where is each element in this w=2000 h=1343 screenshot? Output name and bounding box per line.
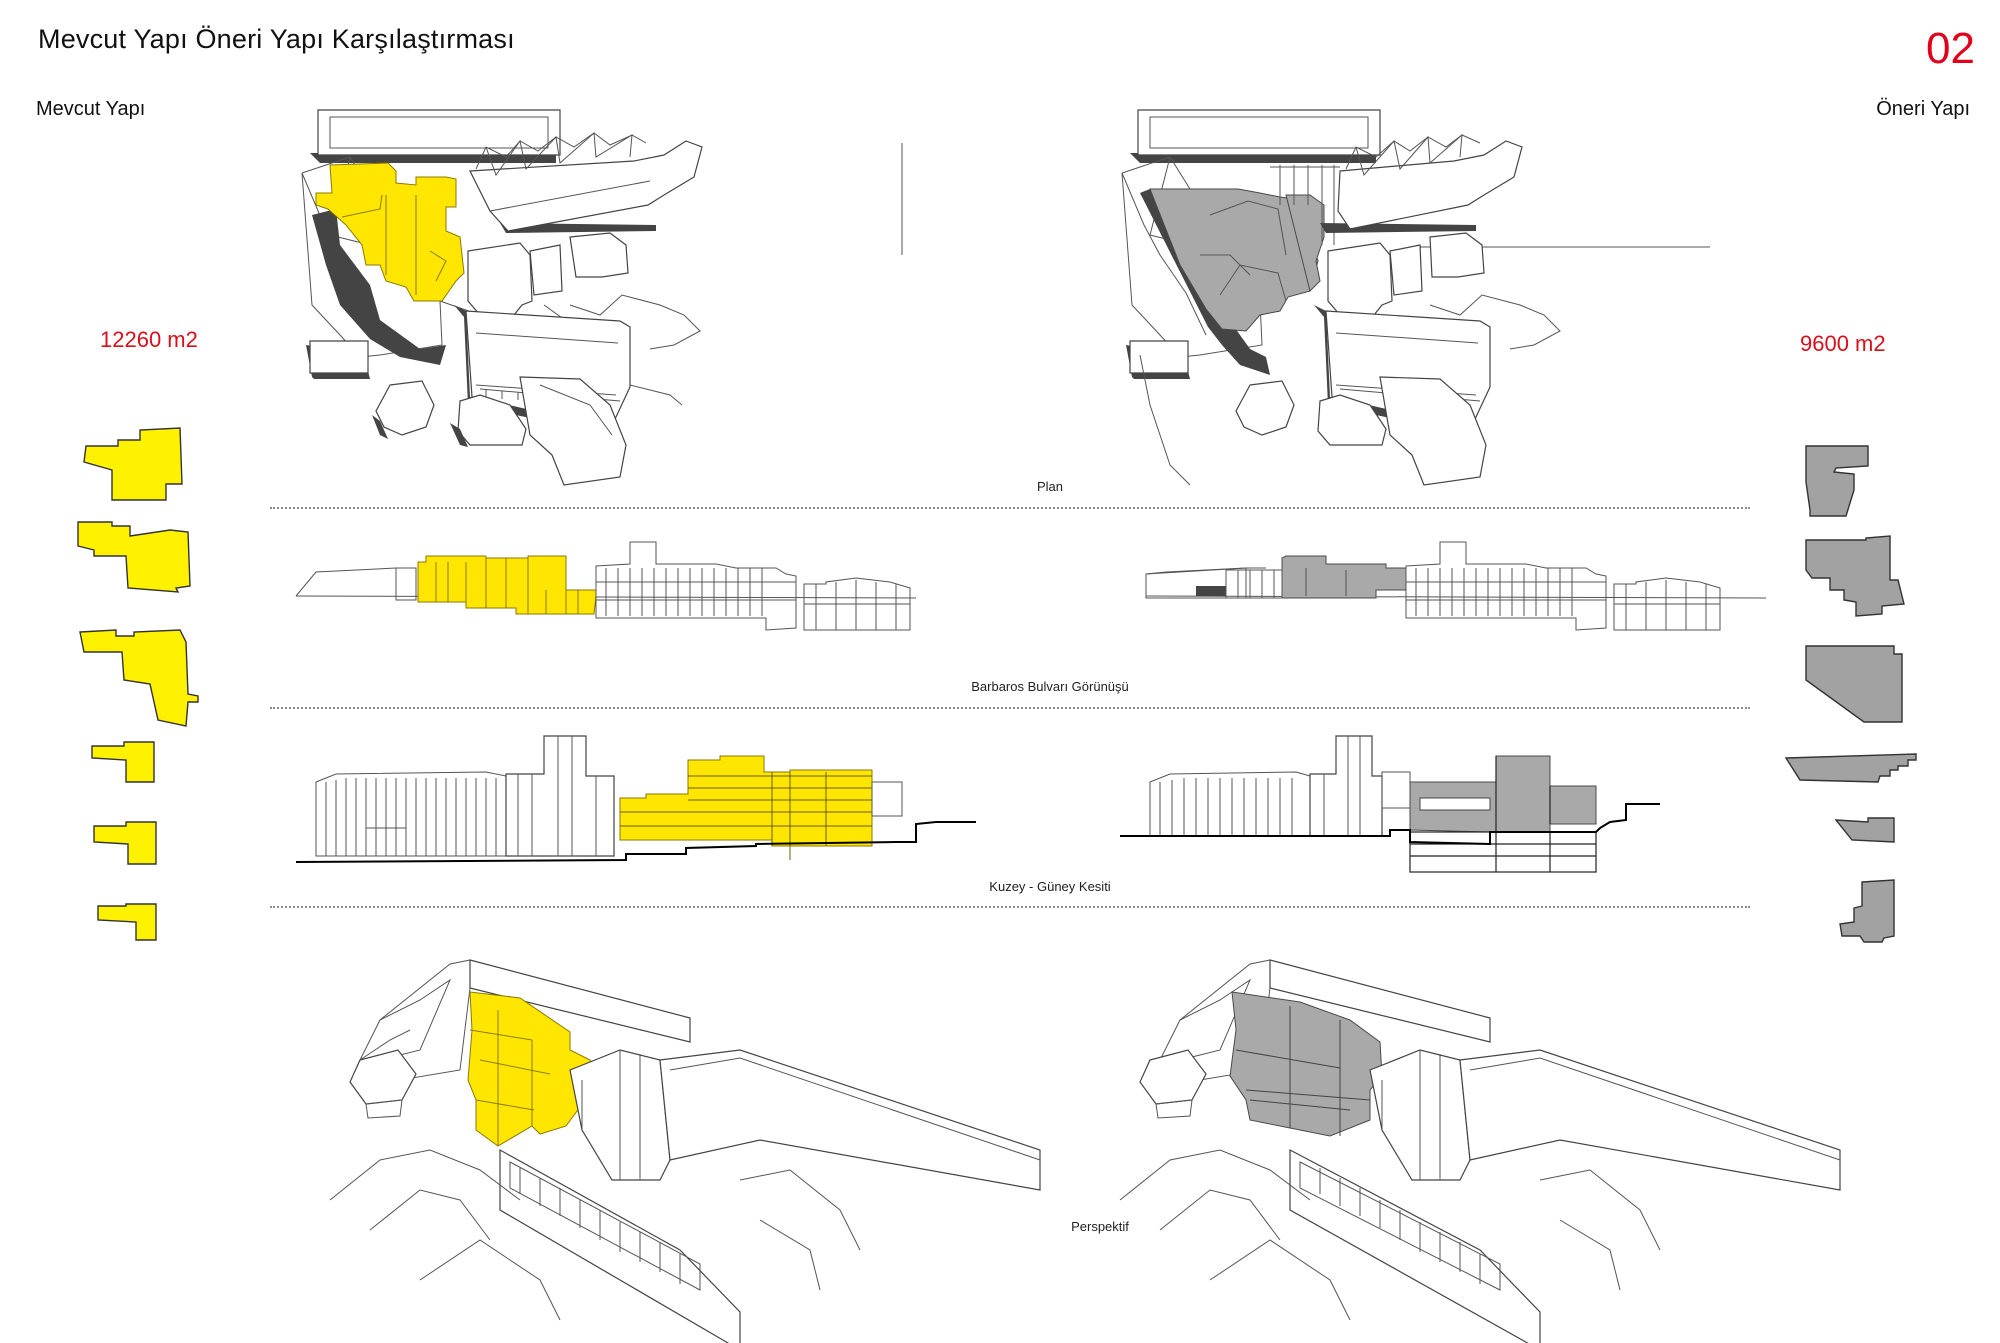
proposed-floor-plate-2 [1805,535,1905,617]
section-caption: Kuzey - Güney Kesiti [989,879,1111,894]
existing-elevation-drawing [295,541,917,631]
proposed-floor-plate-1 [1805,445,1869,517]
existing-floor-plate-4 [91,741,155,783]
existing-building-label: Mevcut Yapı [36,98,146,120]
proposed-building-perspective [1229,991,1383,1137]
divider-plan [270,507,1750,509]
existing-perspective-drawing [329,959,1041,1343]
proposed-building-section [1409,755,1597,833]
proposed-building-elevation [1281,555,1407,599]
existing-floor-plate-6 [97,903,157,941]
existing-section-drawing [295,735,976,863]
page-number: 02 [1926,24,1975,73]
plan-caption: Plan [1036,479,1064,494]
existing-building-elevation [417,555,597,615]
proposed-building-label: Öneri Yapı [1876,98,1970,120]
existing-floor-plate-5 [93,821,157,865]
existing-floor-plates [77,427,199,941]
existing-area-value: 12260 m2 [100,327,198,352]
existing-building-section [619,755,873,847]
existing-building-plan [315,162,465,302]
proposed-elevation-drawing [1145,541,1767,631]
proposed-floor-plate-5 [1834,817,1895,843]
proposed-area-value: 9600 m2 [1800,331,1886,356]
existing-building-perspective [467,991,601,1147]
elevation-caption: Barbaros Bulvarı Görünüşü [971,679,1129,694]
existing-floor-plate-3 [79,629,199,727]
proposed-section-drawing [1120,735,1660,873]
perspective-caption: Perspektif [1071,1219,1129,1234]
existing-floor-plate-2 [77,521,191,593]
proposed-floor-plate-4 [1784,753,1917,783]
proposed-perspective-drawing [1119,959,1841,1343]
page-title: Mevcut Yapı Öneri Yapı Karşılaştırması [38,24,515,54]
existing-plan-drawing [301,109,903,486]
divider-elevation [270,707,1750,709]
proposed-plan-drawing [1121,109,1710,486]
proposed-floor-plate-6 [1839,879,1895,943]
existing-floor-plate-1 [83,427,183,501]
proposed-floor-plate-3 [1805,645,1903,723]
divider-section [270,906,1750,908]
proposed-floor-plates [1784,445,1917,943]
